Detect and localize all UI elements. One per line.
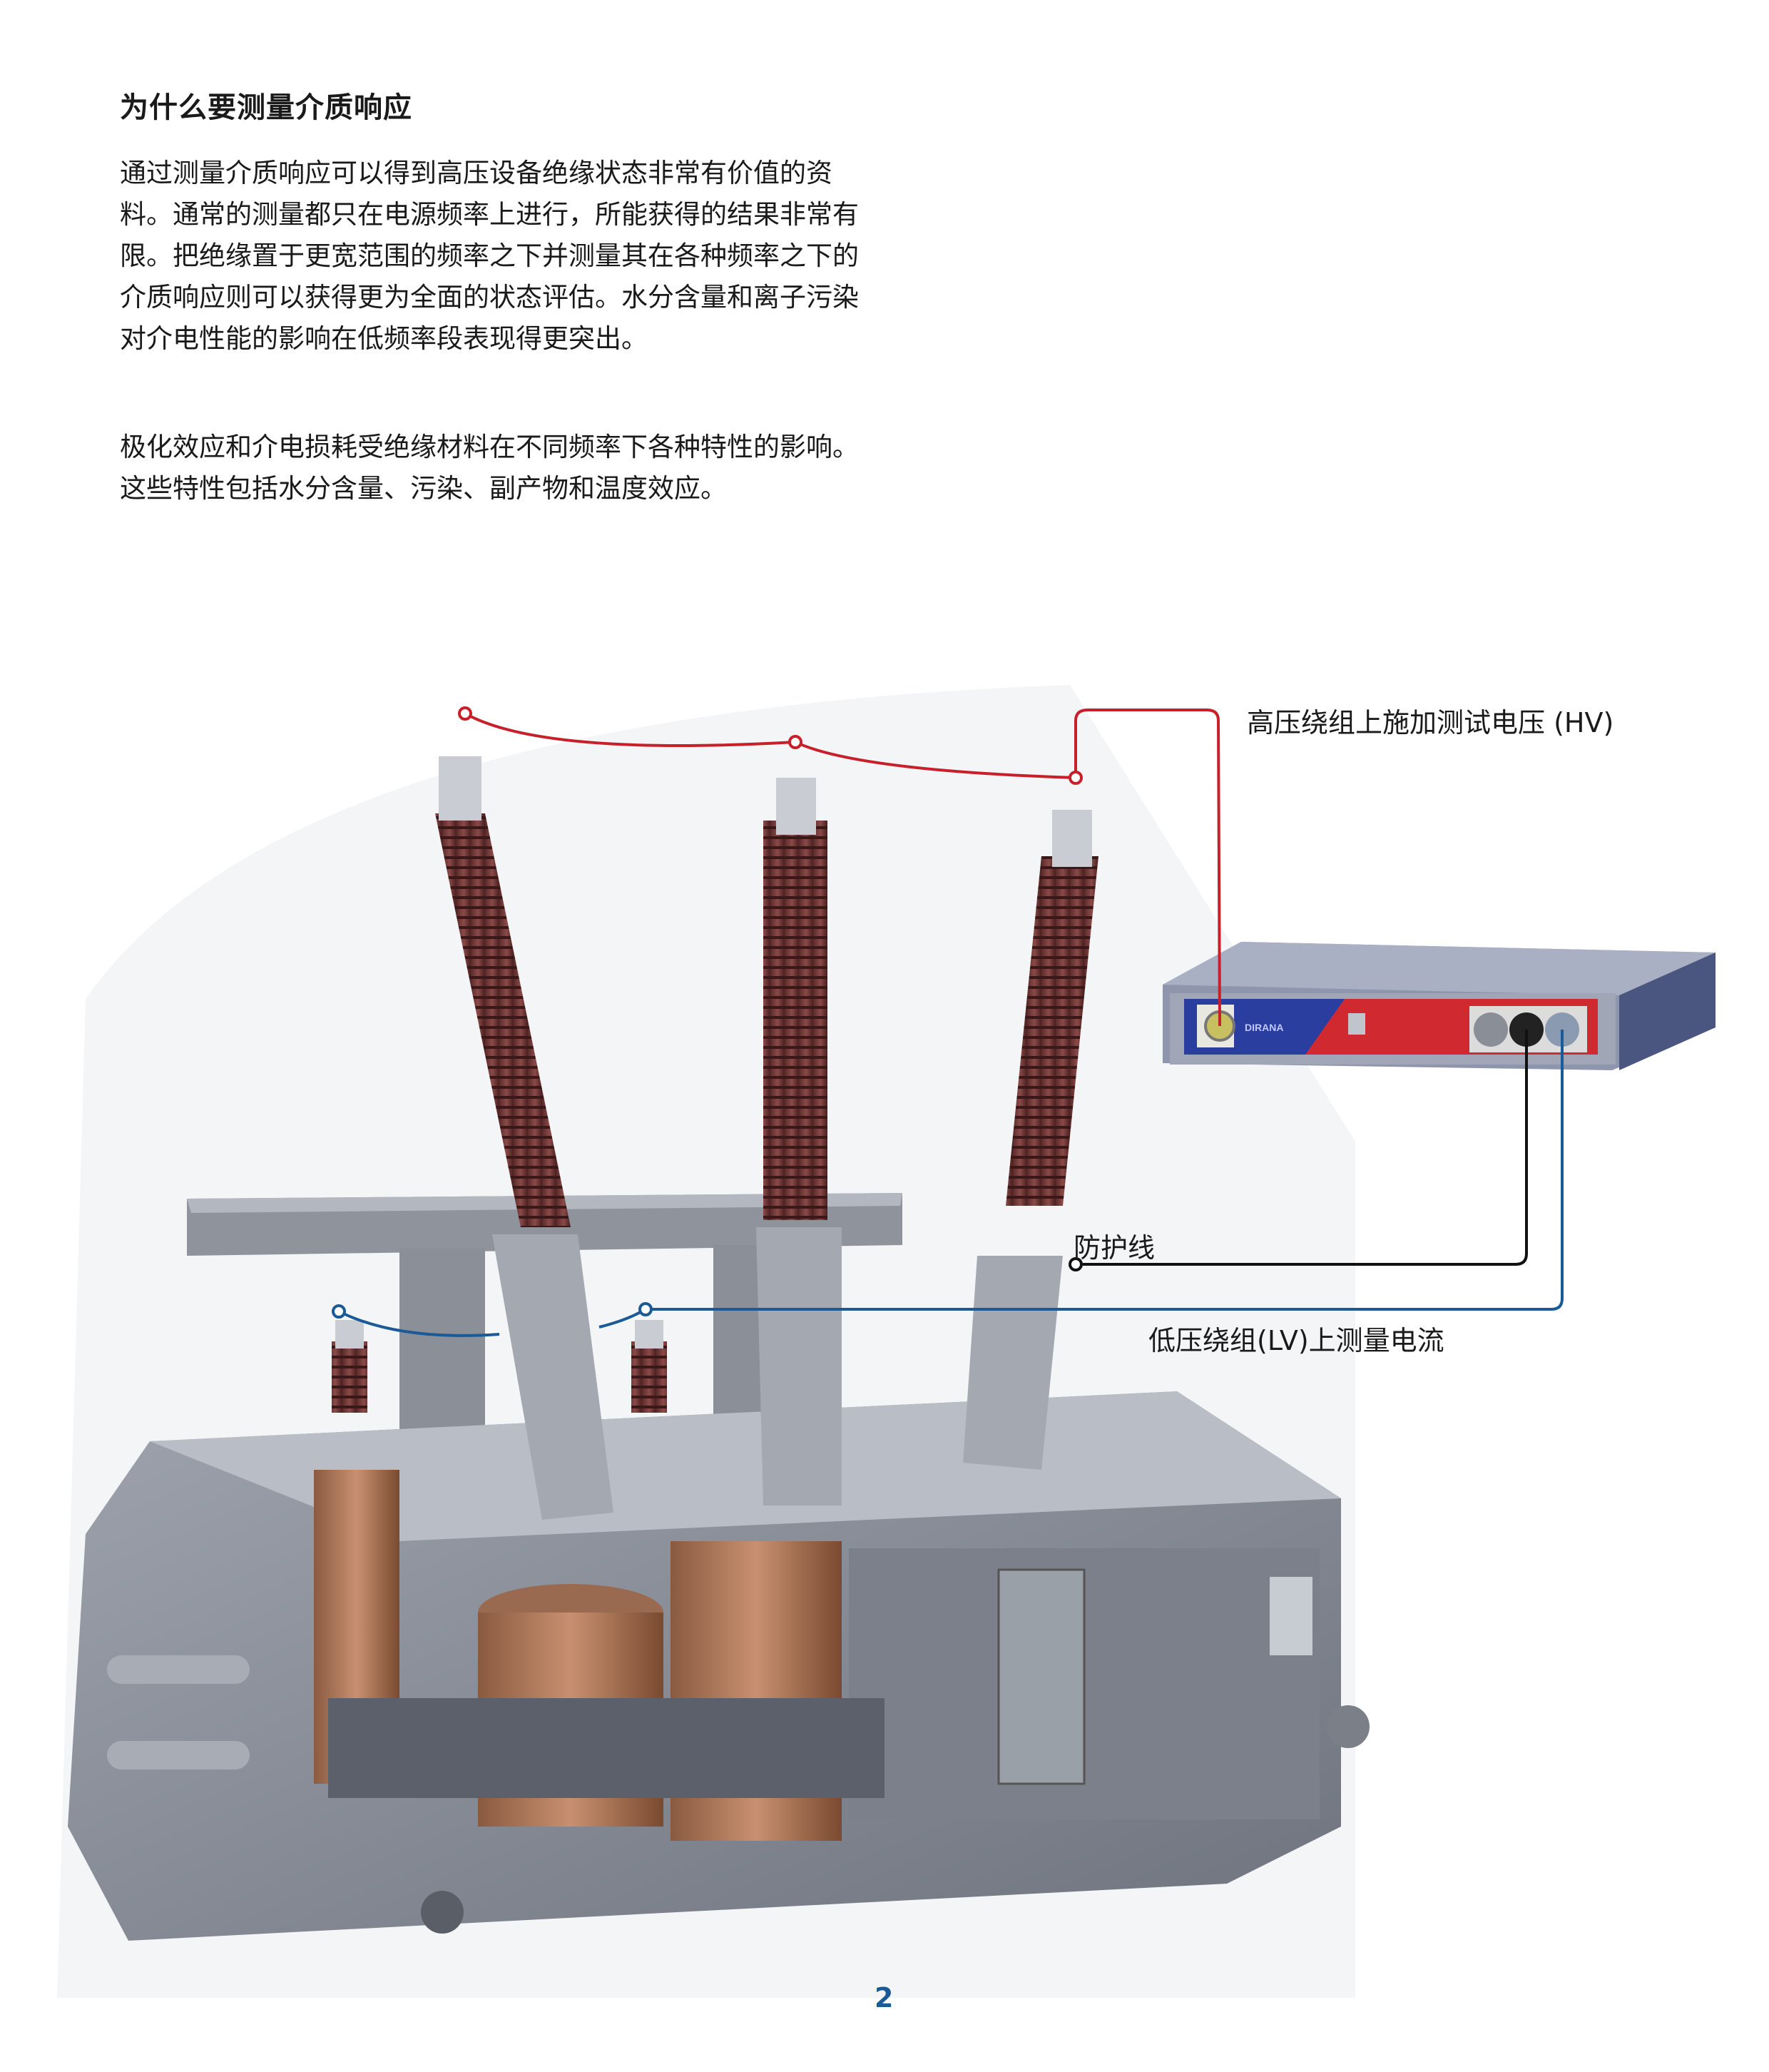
device-name: DIRANA <box>1245 1022 1283 1033</box>
dirana-device: DIRANA <box>1163 942 1716 1070</box>
lv-bushings <box>332 1320 667 1413</box>
paragraph-2: 极化效应和介电损耗受绝缘材料在不同频率下各种特性的影响。这些特性包括水分含量、污… <box>120 432 859 504</box>
hv-terminal-1 <box>458 706 472 721</box>
hv-bushing-1 <box>435 756 613 1520</box>
lv-label: 低压绕组(LV)上测量电流 <box>1148 1325 1444 1356</box>
top-frame <box>187 1193 902 1434</box>
page-number: 2 <box>875 1982 894 2013</box>
hv-bushing-2 <box>756 778 842 1505</box>
guard-wire <box>1076 1030 1528 1266</box>
lv-wire <box>338 1030 1564 1337</box>
hv-label: 高压绕组上施加测试电压 (HV) <box>1247 707 1614 738</box>
hv-terminal-3 <box>1069 771 1083 785</box>
hv-terminal-2 <box>788 735 802 749</box>
guard-label: 防护线 <box>1074 1232 1156 1264</box>
hv-wire <box>464 709 1221 1027</box>
lv-terminal-1 <box>332 1304 346 1319</box>
guard-terminal <box>1069 1257 1083 1271</box>
page-heading: 为什么要测量介质响应 <box>120 91 412 124</box>
lv-terminal-2 <box>638 1302 653 1316</box>
paragraph-1: 通过测量介质响应可以得到高压设备绝缘状态非常有价值的资料。通常的测量都只在电源频… <box>120 158 859 354</box>
transformer-tank <box>68 1391 1370 1941</box>
